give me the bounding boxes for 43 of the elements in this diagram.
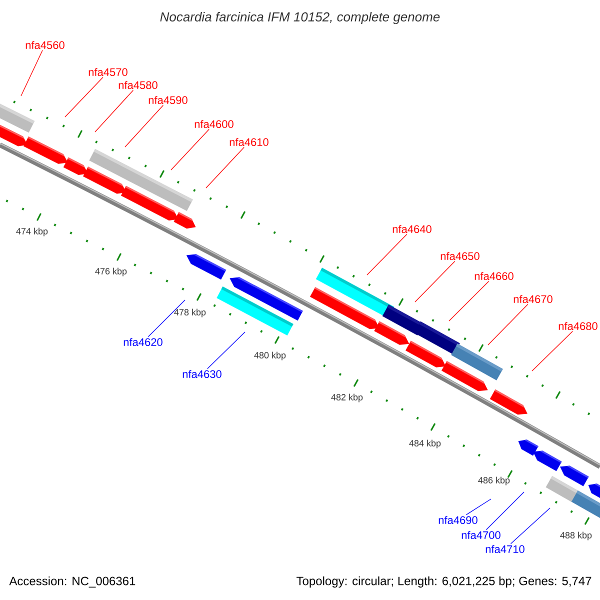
gene-label: nfa4680 <box>558 322 598 330</box>
gene-label: nfa4640 <box>392 224 432 234</box>
scale-label: 476 kbp <box>95 268 127 276</box>
leader-line <box>94 90 134 132</box>
leader-line <box>20 50 43 96</box>
scale-label: 484 kbp <box>409 440 441 448</box>
gene-label: nfa4630 <box>182 370 222 378</box>
leader-line <box>486 492 524 530</box>
gene-label: nfa4650 <box>440 252 480 260</box>
leader-line <box>64 76 104 118</box>
leader-line <box>532 330 573 372</box>
gene-label: nfa4570 <box>88 68 128 76</box>
leader-line <box>448 280 490 322</box>
gene-label: nfa4610 <box>230 138 268 146</box>
footer-text: Topology: circular; Length: 6,021,225 bp; Genes: 5,747 <box>296 576 592 588</box>
title: Nocardia farcinica IFM 10152, complete genome <box>160 12 440 24</box>
leader-line <box>414 260 456 302</box>
gene-label: nfa4660 <box>474 272 514 280</box>
footer-text: Accession: NC_006361 <box>9 576 136 588</box>
gene-label: nfa4710 <box>486 544 524 554</box>
scale-label: 480 kbp <box>254 352 286 360</box>
gene-label: nfa4590 <box>148 96 188 104</box>
scale-label: 474 kbp <box>16 228 48 236</box>
leader-line <box>207 332 246 370</box>
gene-label: nfa4620 <box>124 338 162 346</box>
gene-label: nfa4560 <box>26 40 64 50</box>
leader-line <box>170 128 210 170</box>
gene-label: nfa4690 <box>438 516 478 524</box>
scale-label: 482 kbp <box>331 394 363 402</box>
leader-line <box>466 498 492 516</box>
leader-line <box>124 104 164 148</box>
gene-label: nfa4580 <box>118 80 158 90</box>
leader-line <box>206 146 244 188</box>
leader-line <box>366 234 408 276</box>
scale-label: 488 kbp <box>560 532 592 540</box>
scale-label: 486 kbp <box>478 476 510 486</box>
gene-label: nfa4700 <box>462 530 500 540</box>
gene-label: nfa4600 <box>194 120 234 128</box>
leader-line <box>148 300 186 338</box>
leader-line <box>488 304 528 346</box>
leader-line <box>510 508 550 544</box>
scale-label: 478 kbp <box>174 308 206 318</box>
gene-label: nfa4670 <box>514 294 552 304</box>
